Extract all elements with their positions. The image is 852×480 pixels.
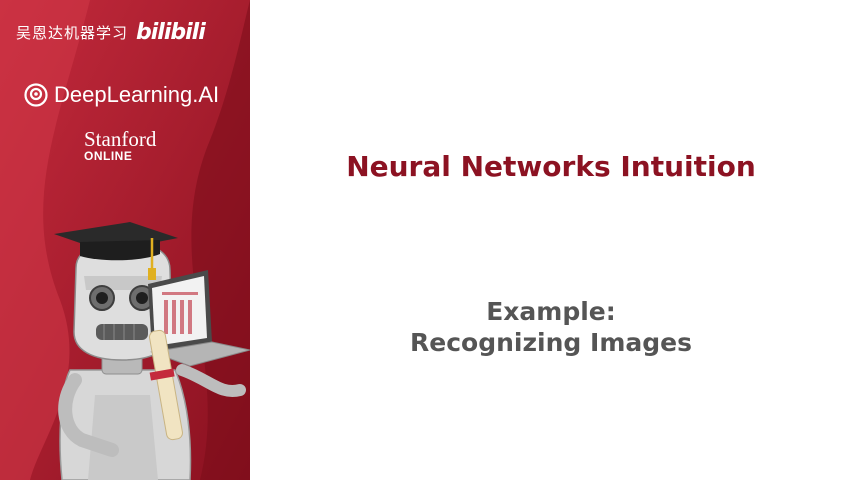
bilibili-logo: bilibili [136, 20, 206, 45]
brand-name: DeepLearning.AI [54, 82, 220, 107]
subtitle-line-1: Example: [486, 297, 616, 326]
deeplearning-ai-logo: DeepLearning.AI [24, 82, 219, 108]
bilibili-watermark: 吴恩达机器学习 bilibili [16, 20, 206, 45]
stanford-online-logo: Stanford ONLINE [84, 128, 156, 162]
slide-subtitle: Example: Recognizing Images [250, 296, 852, 358]
university-name: Stanford [84, 127, 157, 151]
robot-graduate-icon [54, 222, 250, 480]
watermark-text: 吴恩达机器学习 [16, 24, 129, 42]
slide-title: Neural Networks Intuition [346, 150, 756, 183]
subtitle-line-2: Recognizing Images [410, 328, 692, 357]
deeplearning-ai-icon [24, 83, 48, 107]
university-subtitle: ONLINE [84, 149, 133, 163]
sidebar-panel: 吴恩达机器学习 bilibili DeepLearning.AI Stanfor… [0, 0, 250, 480]
